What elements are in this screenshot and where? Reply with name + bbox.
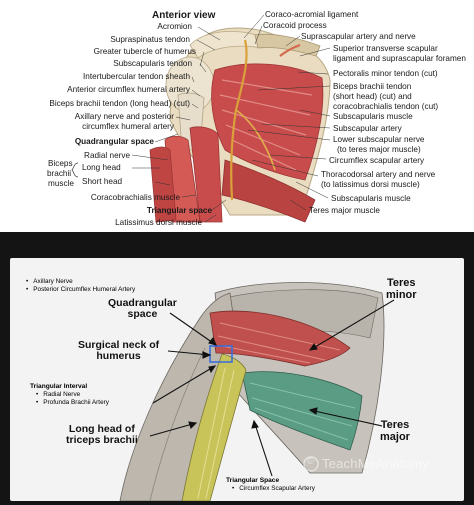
- label-teres-minor: Teres minor: [386, 277, 417, 301]
- label-biceps: Biceps: [48, 159, 73, 168]
- label-coracoid-process: Coracoid process: [263, 21, 327, 30]
- label-subscapular-artery: Subscapular artery: [333, 124, 402, 133]
- watermark-text: TeachMeAnatomy: [322, 456, 429, 471]
- label-coraco-acromial-ligament: Coraco-acromial ligament: [265, 10, 359, 19]
- label-to-teres-major: (to teres major muscle): [337, 145, 421, 154]
- legend-axillary-nerve: Axillary Nerve: [26, 278, 135, 286]
- label-quadrangular-space: Quadrangular space: [74, 137, 154, 146]
- label-profunda-brachii: Profunda Brachii Artery: [36, 399, 109, 407]
- label-biceps-brachii-tendon: Biceps brachii tendon: [333, 82, 412, 91]
- label-muscle: muscle: [48, 179, 74, 188]
- label-suprascapular-artery-nerve: Suprascapular artery and nerve: [301, 32, 416, 41]
- label-subscapularis-muscle-upper: Subscapularis muscle: [333, 112, 413, 121]
- label-superior-transverse-ligament: Superior transverse scapular: [333, 44, 438, 53]
- label-axillary-nerve: Axillary nerve and posterior: [74, 112, 174, 121]
- label-triangular-space-bottom: Triangular Space: [226, 477, 280, 484]
- label-radial-nerve: Radial nerve: [84, 151, 130, 160]
- label-teres-major: Teres major: [380, 419, 410, 443]
- copyright-icon: ©: [307, 456, 314, 466]
- label-quadrangular-space: Quadrangular space: [108, 297, 177, 321]
- label-coracobrachialis-tendon: coracobrachialis tendon (cut): [333, 102, 439, 111]
- label-surgical-neck: Surgical neck of humerus: [78, 339, 160, 363]
- label-subscapularis-muscle-lower: Subscapularis muscle: [331, 194, 411, 203]
- label-short-head: Short head: [82, 177, 123, 186]
- label-greater-tubercle: Greater tubercle of humerus: [93, 47, 196, 56]
- label-short-head-cut: (short head) (cut) and: [333, 92, 412, 101]
- label-teres-major-muscle: Teres major muscle: [309, 206, 380, 215]
- view-title: Anterior view: [152, 10, 216, 21]
- posterior-shoulder-illustration: [119, 282, 395, 501]
- triangular-interval-group: Triangular Interval Radial Nerve Profund…: [30, 383, 109, 406]
- label-lower-subscapular-nerve: Lower subscapular nerve: [333, 135, 425, 144]
- label-pectoralis-minor-tendon: Pectoralis minor tendon (cut): [333, 69, 438, 78]
- label-latissimus-dorsi: Latissimus dorsi muscle: [115, 218, 202, 227]
- label-biceps-long-head-tendon: Biceps brachii tendon (long head) (cut): [49, 99, 190, 108]
- label-subscapularis-tendon: Subscapularis tendon: [113, 59, 192, 68]
- label-coracobrachialis: Coracobrachialis muscle: [90, 193, 180, 202]
- label-posterior-circumflex-artery: circumflex humeral artery: [82, 122, 174, 131]
- triangular-space-group: Triangular Space Circumflex Scapular Art…: [226, 477, 315, 493]
- shoulder-anterior-illustration: [71, 14, 331, 223]
- label-anterior-circumflex-artery: Anterior circumflex humeral artery: [67, 85, 190, 94]
- label-acromion: Acromion: [157, 22, 192, 31]
- legend-posterior-circumflex-artery: Posterior Circumflex Humeral Artery: [26, 286, 135, 294]
- label-circumflex-scapular-artery: Circumflex scapular artery: [329, 156, 425, 165]
- label-brachii: brachii: [47, 169, 72, 178]
- label-suprascapular-foramen: ligament and suprascapular foramen: [333, 54, 466, 63]
- label-circumflex-scapular-artery-bottom: Circumflex Scapular Artery: [232, 485, 315, 493]
- label-thoracodorsal-artery-nerve: Thoracodorsal artery and nerve: [321, 170, 436, 179]
- label-long-head: Long head: [82, 163, 121, 172]
- label-supraspinatus-tendon: Supraspinatus tendon: [110, 35, 190, 44]
- label-radial-nerve: Radial Nerve: [36, 391, 109, 399]
- anatomy-illustration-panel: Anterior view Acromion Supraspinatus ten…: [0, 0, 474, 232]
- teaching-slide: Axillary Nerve Posterior Circumflex Hume…: [10, 258, 464, 501]
- label-triangular-space: Triangular space: [146, 206, 212, 215]
- label-long-head-triceps: Long head of triceps brachii: [66, 423, 138, 447]
- label-triangular-interval: Triangular Interval: [30, 383, 88, 390]
- label-intertubercular-sheath: Intertubercular tendon sheath: [83, 72, 190, 81]
- legend: Axillary Nerve Posterior Circumflex Hume…: [26, 278, 135, 293]
- label-to-latissimus-dorsi: (to latissimus dorsi muscle): [321, 180, 420, 189]
